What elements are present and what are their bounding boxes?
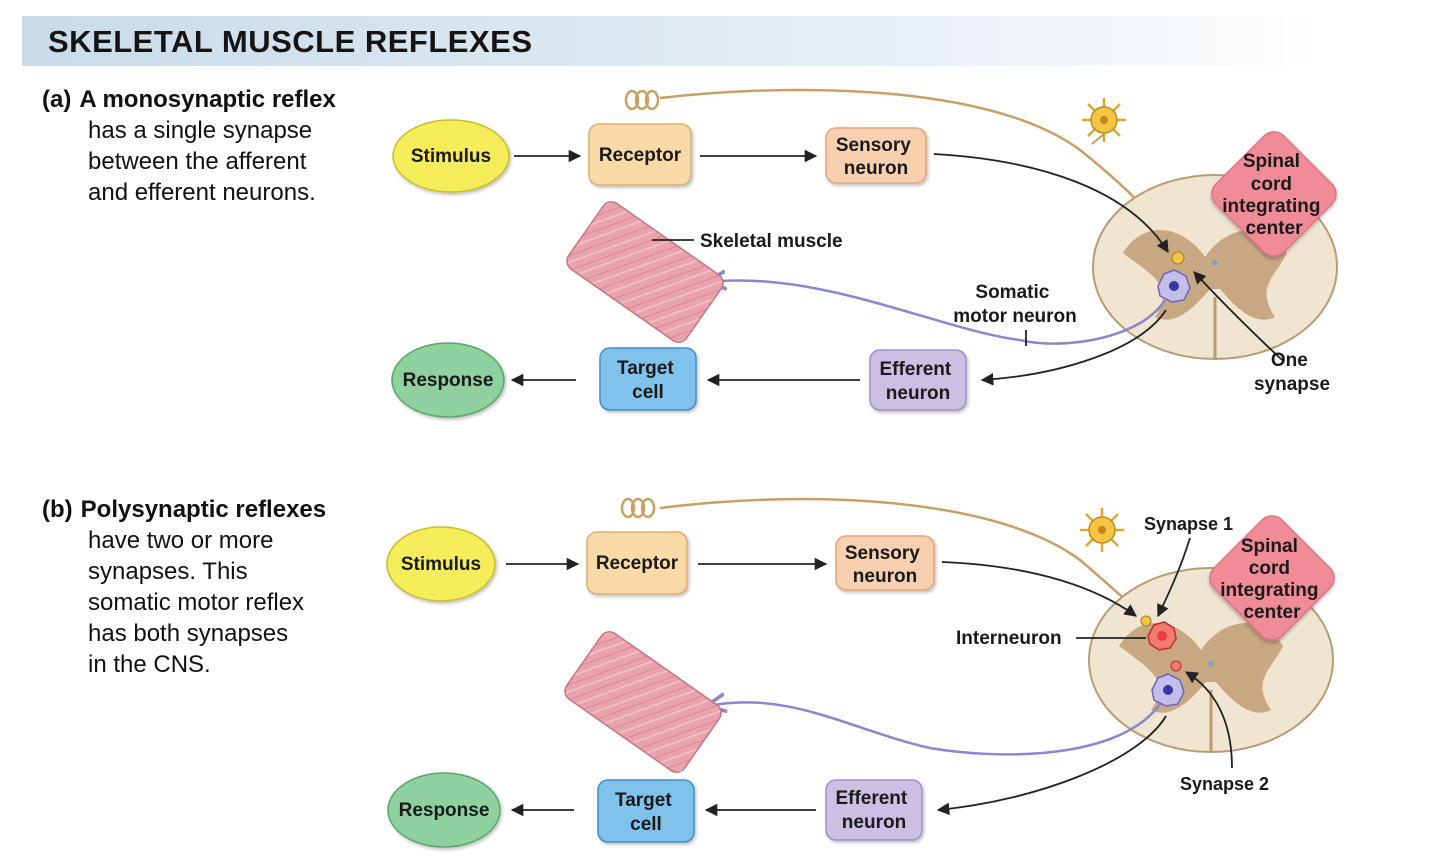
interneuron-label: Interneuron (956, 628, 1062, 649)
arrow-center-to-efferent-b (936, 715, 1167, 816)
integrating-center-a (1211, 131, 1337, 257)
receptor-label-b: Receptor (596, 553, 679, 574)
synapse-terminal (1171, 251, 1185, 265)
stimulus-node-a (392, 119, 510, 193)
interneuron-icon (1147, 621, 1177, 651)
efferent-neuron-label-b: Efferent neuron (835, 788, 912, 833)
target-cell-node-b (597, 779, 695, 843)
panel-a-heading: A monosynaptic reflex (79, 86, 336, 113)
panel-b-desc-line: has both synapses (88, 620, 289, 647)
panel-a-desc-line: has a single synapse (88, 117, 313, 144)
panel-a-label: (a) (42, 86, 72, 113)
pointer-synapse-2 (1184, 671, 1233, 769)
panel-b-desc-line: synapses. This (88, 558, 248, 585)
skeletal-muscle-a (566, 201, 724, 343)
panel-b-heading: Polysynaptic reflexes (80, 496, 327, 523)
arrow-sensory-to-center-b (941, 561, 1138, 617)
sensory-neuron-node-a (825, 127, 927, 184)
target-cell-label-b: Target cell (615, 790, 677, 835)
motor-neuron-icon (1157, 269, 1191, 303)
ganglion-stalk (1091, 133, 1105, 145)
response-node-a (391, 342, 505, 418)
sensory-neuron-node-b (835, 535, 935, 591)
sensory-neuron-label-a: Sensory neuron (836, 135, 916, 179)
arrow-sensory-to-center (933, 153, 1169, 254)
target-cell-label-a: Target cell (617, 358, 679, 403)
receptor-coil-icon (624, 89, 660, 111)
skeletal-muscle-b (564, 631, 722, 773)
efferent-neuron-node-b (825, 779, 923, 841)
stimulus-label-b: Stimulus (401, 554, 481, 575)
panel-b-description: (b) Polysynaptic reflexes have two or mor… (42, 494, 326, 680)
pointer-one-synapse (1193, 271, 1283, 361)
target-cell-node-a (599, 347, 697, 411)
pointer-synapse-1 (1157, 537, 1191, 618)
panel-b-label: (b) (42, 496, 73, 523)
receptor-node-b (586, 531, 688, 595)
integrating-center-b-label: Spinal cord integrating center (1220, 536, 1323, 623)
somatic-motor-neuron-label: Somatic motor neuron (953, 282, 1077, 327)
receptor-label-a: Receptor (599, 145, 682, 166)
stimulus-node-b (386, 526, 496, 602)
arrow-center-to-efferent (980, 309, 1167, 386)
panel-a: Spinal cord integrating center One synap… (391, 88, 1338, 418)
panel-b-desc-line: in the CNS. (88, 651, 211, 678)
motor-axon (708, 280, 1167, 345)
synapse-2-terminal (1170, 660, 1182, 672)
panel-a-desc-line: and efferent neurons. (88, 179, 316, 206)
ganglion-cell-icon (1082, 98, 1126, 142)
panel-b: Spinal cord integrating center Synapse 1… (386, 497, 1335, 848)
integrating-center-a-label: Spinal cord integrating center (1222, 151, 1325, 239)
panel-b-desc-line: have two or more (88, 527, 274, 554)
title-bar: SKELETAL MUSCLE REFLEXES (22, 16, 1322, 66)
synapse-2-label: Synapse 2 (1180, 774, 1269, 794)
page-title: SKELETAL MUSCLE REFLEXES (48, 24, 533, 59)
panel-b-desc-line: somatic motor reflex (88, 589, 305, 616)
efferent-neuron-node-a (869, 349, 967, 411)
response-label-a: Response (403, 370, 494, 391)
response-label-b: Response (399, 800, 490, 821)
stimulus-label-a: Stimulus (411, 146, 491, 167)
response-node-b (387, 772, 501, 848)
one-synapse-label: One synapse (1254, 350, 1330, 395)
synapse-1-label: Synapse 1 (1144, 514, 1233, 534)
integrating-center-b (1209, 515, 1335, 641)
ganglion-cell-icon (1080, 508, 1124, 552)
panel-a-desc-line: between the afferent (88, 148, 307, 175)
synapse-1-terminal (1140, 615, 1152, 627)
panel-a-description: (a) A monosynaptic reflex has a single sy… (42, 84, 336, 208)
receptor-coil-icon (620, 497, 656, 519)
skeletal-muscle-label: Skeletal muscle (700, 231, 843, 252)
efferent-neuron-label-a: Efferent neuron (879, 359, 956, 404)
motor-axon-b (708, 702, 1162, 756)
receptor-node-a (588, 123, 692, 186)
sensory-neuron-label-b: Sensory neuron (845, 543, 925, 587)
motor-neuron-icon (1151, 673, 1185, 707)
